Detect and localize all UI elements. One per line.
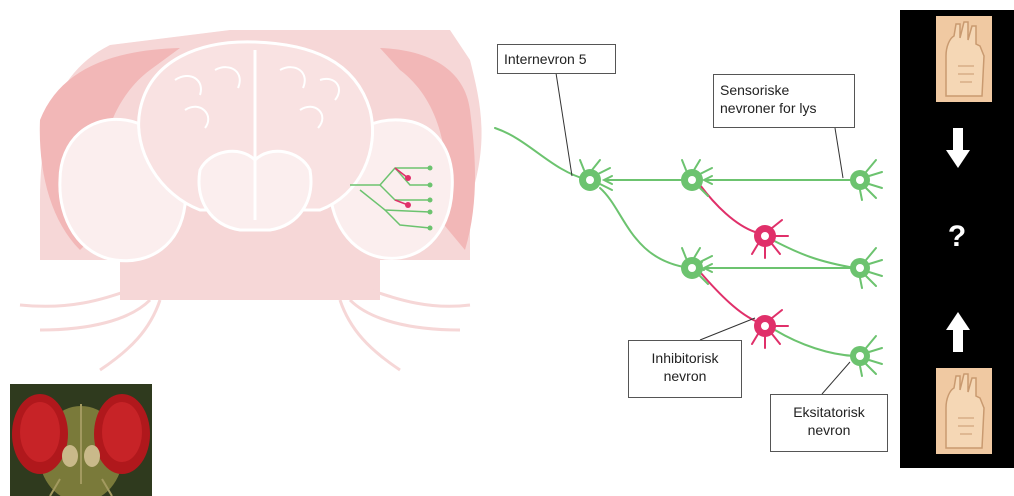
sensory-neuron-top-soma <box>850 160 882 200</box>
label-inhibitorisk-line2: nevron <box>635 367 735 385</box>
excitatory-neuron-soma <box>850 336 882 376</box>
fly-head-photo <box>10 384 152 496</box>
axon-bottom-excitatory <box>775 330 855 356</box>
sensory-neuron-middle-soma <box>850 248 882 288</box>
label-internevron-5: Internevron 5 <box>497 44 616 74</box>
side-panel: ? <box>900 10 1014 468</box>
label-eksitatorisk-nevron: Eksitatorisk nevron <box>770 394 888 452</box>
inhibitory-neuron-bottom-soma <box>752 310 788 348</box>
fly-brain-illustration <box>20 30 482 370</box>
label-eksitatorisk-line2: nevron <box>777 421 881 439</box>
neural-circuit <box>495 128 882 376</box>
label-inhibitorisk-nevron: Inhibitorisk nevron <box>628 340 742 398</box>
label-sensoriske-nevroner: Sensoriske nevroner for lys <box>713 74 855 128</box>
inhibitory-axon-top <box>700 185 755 232</box>
question-mark: ? <box>900 220 1014 254</box>
hand-icon <box>936 16 992 102</box>
inhibitory-neuron-top-soma <box>752 220 788 258</box>
label-internevron-5-text: Internevron 5 <box>504 50 609 68</box>
hand-icon <box>936 368 992 454</box>
axon-internevron-to-middle <box>600 188 690 268</box>
inhibitory-axon-bottom <box>700 272 758 322</box>
label-eksitatorisk-line1: Eksitatorisk <box>777 403 881 421</box>
arrow-up-icon <box>946 312 970 352</box>
label-sensoriske-line1: Sensoriske <box>720 81 848 99</box>
internevron-input-axon <box>495 128 588 180</box>
label-inhibitorisk-line1: Inhibitorisk <box>635 349 735 367</box>
internevron-5-soma <box>579 160 612 191</box>
label-sensoriske-line2: nevroner for lys <box>720 99 848 117</box>
arrow-down-icon <box>946 128 970 168</box>
